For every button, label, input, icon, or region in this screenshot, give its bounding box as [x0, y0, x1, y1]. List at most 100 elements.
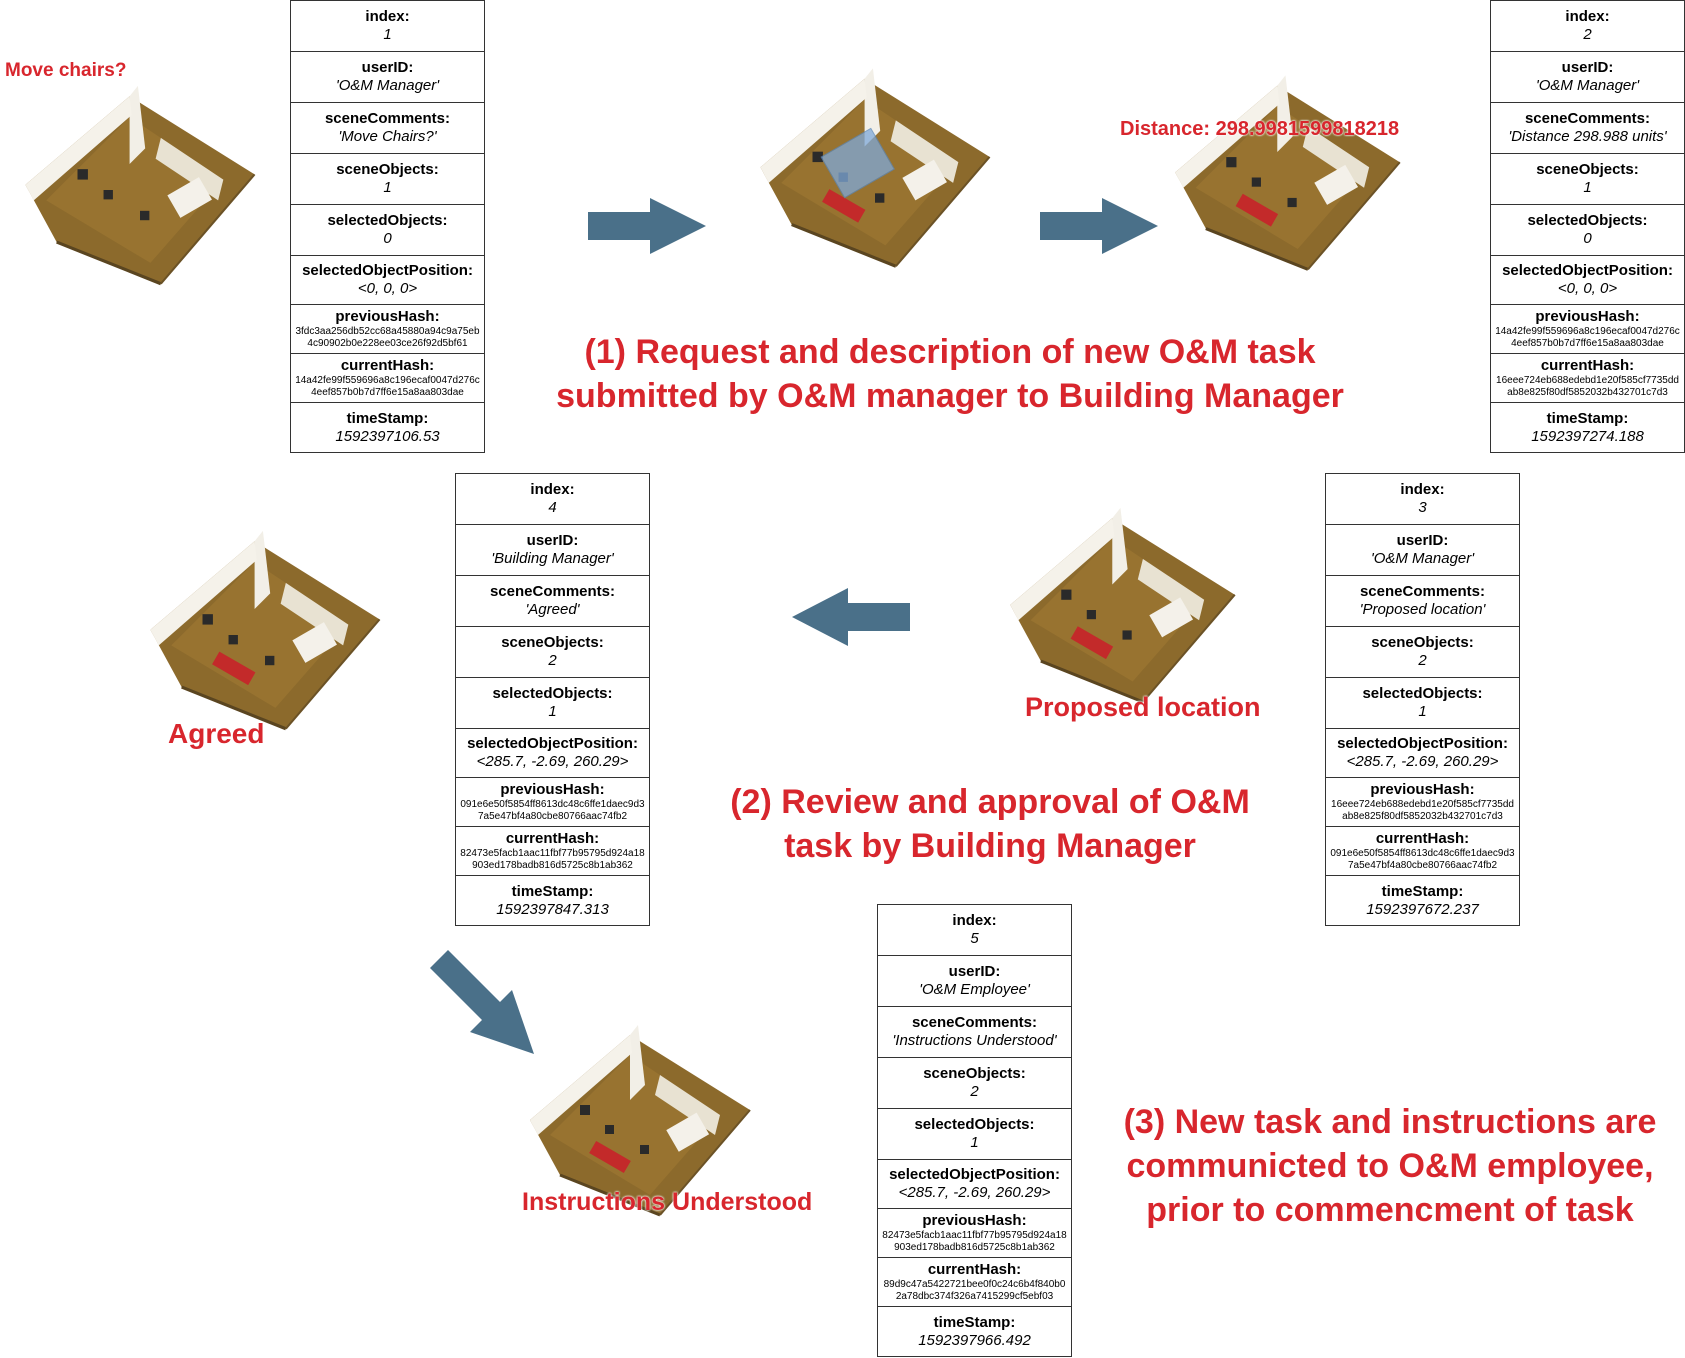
- block-field-ts: timeStamp:1592397966.492: [878, 1307, 1071, 1356]
- field-key: userID:: [526, 532, 579, 549]
- caption-step-2: (2) Review and approval of O&M task by B…: [690, 780, 1290, 868]
- field-key: currentHash:: [340, 357, 435, 374]
- field-value: <285.7, -2.69, 260.29>: [898, 1184, 1051, 1201]
- block-field-pos: selectedObjectPosition:<0, 0, 0>: [291, 256, 484, 305]
- field-value: 1592397106.53: [335, 427, 440, 445]
- field-value: 091e6e50f5854ff8613dc48c6ffe1daec9d37a5e…: [460, 799, 645, 822]
- block-field-ts: timeStamp:1592397672.237: [1326, 876, 1519, 925]
- field-key: sceneObjects:: [923, 1065, 1026, 1082]
- field-value: 14a42fe99f559696a8c196ecaf0047d276c4eef8…: [1495, 326, 1680, 349]
- block-field-cur: currentHash:89d9c47a5422721bee0f0c24c6b4…: [878, 1258, 1071, 1307]
- block-field-sel: selectedObjects:1: [1326, 678, 1519, 729]
- field-key: timeStamp:: [933, 1313, 1016, 1331]
- block-field-so: sceneObjects:1: [1491, 154, 1684, 205]
- field-key: selectedObjects:: [1362, 685, 1483, 702]
- field-value: 'Instructions Understood': [892, 1032, 1057, 1049]
- field-key: selectedObjectPosition:: [1337, 735, 1508, 752]
- block-field-prev: previousHash:3fdc3aa256db52cc68a45880a94…: [291, 305, 484, 354]
- field-key: userID:: [361, 59, 414, 76]
- block-field-pos: selectedObjectPosition:<0, 0, 0>: [1491, 256, 1684, 305]
- field-key: selectedObjects:: [914, 1116, 1035, 1133]
- field-key: currentHash:: [927, 1261, 1022, 1278]
- field-value: 89d9c47a5422721bee0f0c24c6b4f840b02a78db…: [883, 1279, 1066, 1302]
- field-key: userID:: [948, 963, 1001, 980]
- field-key: previousHash:: [1535, 308, 1640, 325]
- block-field-sel: selectedObjects:0: [1491, 205, 1684, 256]
- field-value: 2: [1583, 26, 1592, 43]
- field-key: previousHash:: [922, 1212, 1027, 1229]
- block-field-so: sceneObjects:2: [1326, 627, 1519, 678]
- label-move-chairs: Move chairs?: [5, 60, 127, 81]
- label-instructions-understood: Instructions Understood: [522, 1188, 813, 1216]
- field-key: index:: [952, 912, 997, 929]
- field-value: 'Distance 298.988 units': [1508, 128, 1667, 145]
- block-field-index: index:3: [1326, 474, 1519, 525]
- block-field-prev: previousHash:14a42fe99f559696a8c196ecaf0…: [1491, 305, 1684, 354]
- field-key: selectedObjects:: [327, 212, 448, 229]
- block-field-prev: previousHash:16eee724eb688edebd1e20f585c…: [1326, 778, 1519, 827]
- arrow-down-right: [430, 950, 534, 1054]
- block-field-pos: selectedObjectPosition:<285.7, -2.69, 26…: [878, 1160, 1071, 1209]
- block-field-ts: timeStamp:1592397106.53: [291, 403, 484, 452]
- field-value: 1: [970, 1134, 979, 1151]
- field-key: selectedObjects:: [492, 685, 613, 702]
- block-field-comm: sceneComments:'Instructions Understood': [878, 1007, 1071, 1058]
- block-field-user: userID:'O&M Manager': [1326, 525, 1519, 576]
- field-value: 1592397672.237: [1366, 900, 1479, 918]
- field-value: <0, 0, 0>: [357, 280, 418, 297]
- block-field-ts: timeStamp:1592397274.188: [1491, 403, 1684, 452]
- caption-step-3-line-1: (3) New task and instructions are: [1123, 1103, 1657, 1141]
- block-field-cur: currentHash:14a42fe99f559696a8c196ecaf00…: [291, 354, 484, 403]
- block-field-index: index:4: [456, 474, 649, 525]
- block-field-index: index:5: [878, 905, 1071, 956]
- field-value: 1592397274.188: [1531, 427, 1644, 445]
- arrow-left: [792, 588, 910, 646]
- field-key: previousHash:: [1370, 781, 1475, 798]
- block-field-pos: selectedObjectPosition:<285.7, -2.69, 26…: [456, 729, 649, 778]
- label-agreed: Agreed: [168, 718, 265, 749]
- block-field-cur: currentHash:82473e5facb1aac11fbf77b95795…: [456, 827, 649, 876]
- field-value: 2: [970, 1083, 979, 1100]
- block-field-so: sceneObjects:2: [456, 627, 649, 678]
- block-field-sel: selectedObjects:0: [291, 205, 484, 256]
- field-value: 16eee724eb688edebd1e20f585cf7735ddab8e82…: [1496, 375, 1679, 398]
- field-key: timeStamp:: [1381, 882, 1464, 900]
- field-key: userID:: [1396, 532, 1449, 549]
- caption-step-3: (3) New task and instructions are commun…: [1100, 1100, 1680, 1232]
- block-field-comm: sceneComments:'Move Chairs?': [291, 103, 484, 154]
- field-key: currentHash:: [505, 830, 600, 847]
- block-field-index: index:2: [1491, 1, 1684, 52]
- field-value: 1: [1583, 179, 1592, 196]
- block-field-so: sceneObjects:2: [878, 1058, 1071, 1109]
- block-field-user: userID:'O&M Employee': [878, 956, 1071, 1007]
- field-key: index:: [365, 8, 410, 25]
- field-value: 'O&M Manager': [335, 77, 440, 94]
- field-value: 'Building Manager': [491, 550, 614, 567]
- caption-step-3-line-2: communicted to O&M employee,: [1126, 1147, 1654, 1185]
- field-value: 3fdc3aa256db52cc68a45880a94c9a75eb4c9090…: [295, 326, 480, 349]
- field-value: 2: [1418, 652, 1427, 669]
- field-key: timeStamp:: [1546, 409, 1629, 427]
- caption-step-3-line-3: prior to commencment of task: [1146, 1191, 1634, 1229]
- caption-step-1-line-1: (1) Request and description of new O&M t…: [584, 333, 1316, 371]
- field-value: 'O&M Manager': [1370, 550, 1475, 567]
- field-value: 14a42fe99f559696a8c196ecaf0047d276c4eef8…: [295, 375, 480, 398]
- field-value: 82473e5facb1aac11fbf77b95795d924a18903ed…: [882, 1230, 1067, 1253]
- field-key: index:: [1400, 481, 1445, 498]
- block-field-ts: timeStamp:1592397847.313: [456, 876, 649, 925]
- field-value: 1592397847.313: [496, 900, 609, 918]
- field-value: <0, 0, 0>: [1557, 280, 1618, 297]
- block-field-cur: currentHash:16eee724eb688edebd1e20f585cf…: [1491, 354, 1684, 403]
- block-field-prev: previousHash:091e6e50f5854ff8613dc48c6ff…: [456, 778, 649, 827]
- field-key: index:: [530, 481, 575, 498]
- field-key: sceneComments:: [911, 1014, 1038, 1031]
- field-key: selectedObjectPosition:: [302, 262, 473, 279]
- field-value: 1592397966.492: [918, 1331, 1031, 1349]
- arrow-right-1: [588, 198, 706, 254]
- block-field-sel: selectedObjects:1: [878, 1109, 1071, 1160]
- field-key: selectedObjectPosition:: [1502, 262, 1673, 279]
- field-key: timeStamp:: [511, 882, 594, 900]
